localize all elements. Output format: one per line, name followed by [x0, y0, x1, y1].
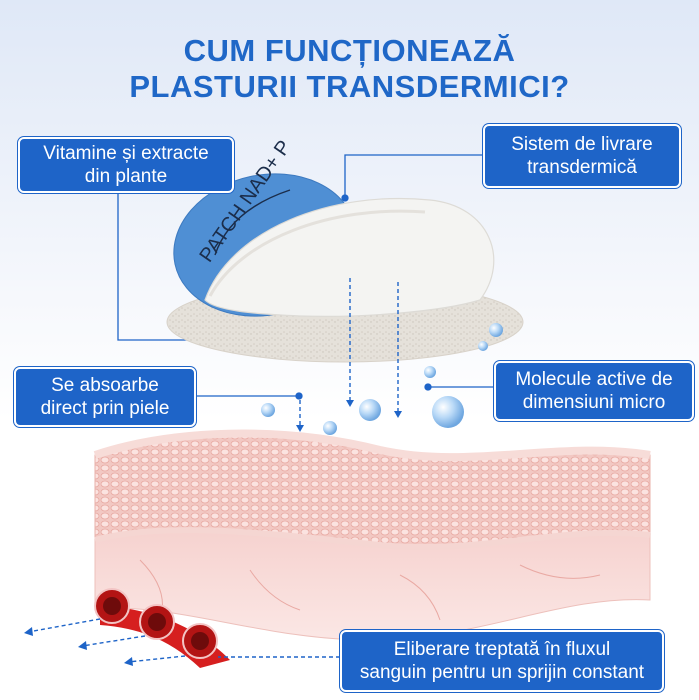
page-title-line2: PLASTURII TRANSDERMICI? — [129, 69, 570, 104]
label-release: Eliberare treptată în fluxul sanguin pen… — [340, 630, 664, 692]
skin-cross-section — [93, 429, 651, 641]
connector-absorption — [192, 392, 303, 400]
label-absorption-line2: direct prin piele — [40, 398, 170, 419]
label-vitamins-line1: Vitamine și extracte — [43, 143, 209, 164]
absorption-arrows — [299, 278, 399, 428]
connector-molecules — [424, 383, 494, 391]
label-molecules-line1: Molecule active de — [515, 369, 673, 390]
label-molecules: Molecule active de dimensiuni micro — [494, 361, 694, 421]
label-release-line1: Eliberare treptată în fluxul — [393, 639, 611, 660]
label-delivery-line1: Sistem de livrare — [511, 134, 653, 155]
label-absorption: Se absoarbe direct prin piele — [14, 367, 196, 427]
blood-vessels — [94, 588, 230, 668]
label-absorption-line1: Se absoarbe — [51, 375, 159, 396]
label-vitamins: Vitamine și extracte din plante — [18, 137, 234, 193]
release-arrows — [27, 618, 340, 663]
label-delivery-system: Sistem de livrare transdermică — [483, 124, 681, 188]
page-title-line1: CUM FUNCȚIONEAZĂ — [183, 33, 516, 68]
label-release-line2: sanguin pentru un sprijin constant — [359, 662, 645, 683]
label-delivery-line2: transdermică — [527, 157, 637, 178]
patch-white-layer — [204, 197, 495, 317]
connector-delivery — [341, 154, 483, 202]
molecule-bubbles — [261, 323, 503, 435]
label-molecules-line2: dimensiuni micro — [522, 392, 666, 413]
label-vitamins-line2: din plante — [84, 166, 168, 187]
